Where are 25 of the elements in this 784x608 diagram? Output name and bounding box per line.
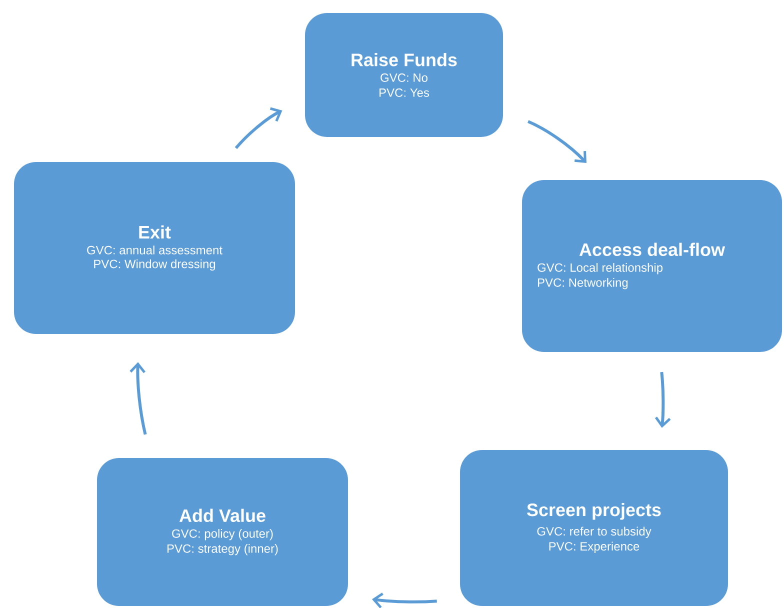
arrow [372, 592, 437, 608]
body-text: GVC: refer to subsidy [537, 526, 652, 538]
arrow [234, 107, 282, 150]
arrow [130, 362, 147, 435]
process-box [460, 450, 728, 606]
body-text: PVC: Networking [538, 278, 628, 290]
heading: Exit [139, 225, 171, 239]
process-box [305, 13, 503, 137]
heading: Screen projects [527, 503, 661, 520]
process-box [14, 162, 295, 334]
process-box [522, 180, 782, 352]
process-box [97, 458, 348, 606]
body-text: GVC: policy (outer) [172, 529, 273, 540]
arrow [528, 120, 586, 164]
heading: Add Value [179, 508, 266, 522]
heading: Access deal-flow [579, 242, 726, 256]
body-text: PVC: strategy (inner) [167, 544, 278, 556]
heading: Raise Funds [352, 53, 457, 66]
body-text: PVC: Yes [380, 88, 430, 97]
arrow [654, 372, 671, 428]
body-text: GVC: annual assessment [87, 246, 222, 254]
body-text: PVC: Window dressing [94, 259, 216, 271]
body-text: PVC: Experience [549, 542, 640, 553]
body-text: GVC: No [380, 73, 428, 82]
body-text: GVC: Local relationship [538, 263, 663, 274]
